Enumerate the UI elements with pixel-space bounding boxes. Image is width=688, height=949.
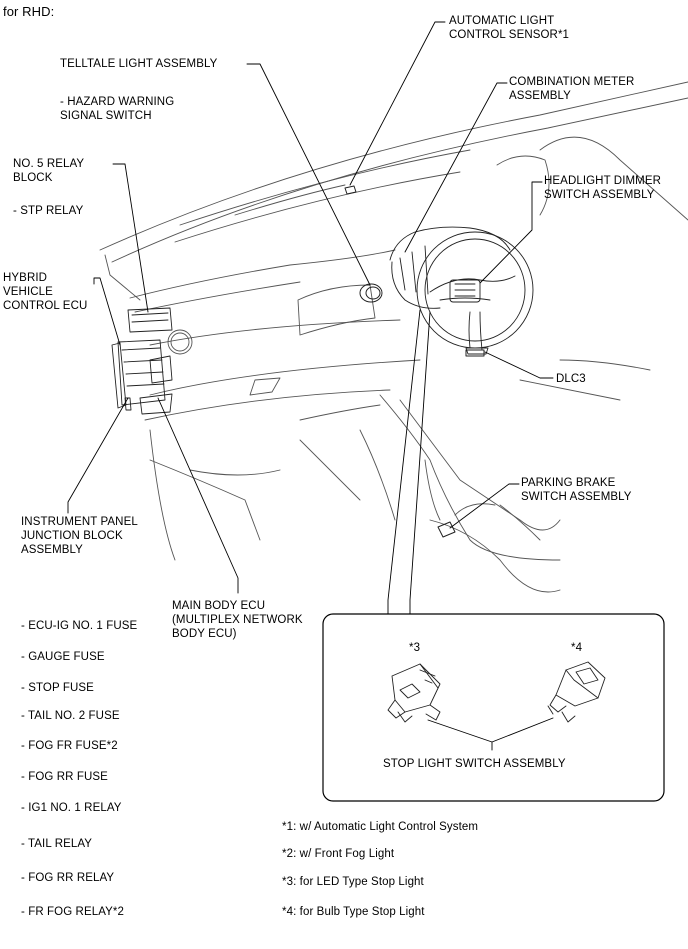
fuse-item: - FR FOG RELAY*2 [21,906,124,918]
fuse-item: - FOG RR RELAY [21,872,115,884]
label-dlc3: DLC3 [556,373,586,385]
leader-lines [67,21,554,615]
label-variant-3: *3 [409,642,421,654]
label-variant-4: *4 [571,642,583,654]
left-ecu-cluster [111,307,173,415]
label-combination-meter: COMBINATION METER ASSEMBLY [509,76,635,102]
label-telltale: TELLTALE LIGHT ASSEMBLY [60,58,218,70]
label-auto-light-sensor: AUTOMATIC LIGHT CONTROL SENSOR*1 [449,15,570,41]
page-header: for RHD: [3,4,55,19]
telltale-switch [359,283,383,303]
small-components [437,349,485,538]
stop-light-leader [427,717,554,751]
fuse-item: - FOG FR FUSE*2 [21,740,118,752]
fuse-item: - IG1 NO. 1 RELAY [21,802,122,814]
label-parking-brake: PARKING BRAKE SWITCH ASSEMBLY [521,477,632,503]
label-hazard: - HAZARD WARNING SIGNAL SWITCH [60,96,175,122]
stop-switch-led [387,663,441,723]
footnote: *1: w/ Automatic Light Control System [282,821,479,833]
fuse-item: - TAIL RELAY [21,838,93,850]
fuse-item: - ECU-IG NO. 1 FUSE [21,620,138,632]
label-hybrid-ecu: HYBRID VEHICLE CONTROL ECU [3,272,88,312]
stop-light-inset-box [322,613,665,802]
label-junction-block: INSTRUMENT PANEL JUNCTION BLOCK ASSEMBLY [21,516,138,556]
dashboard-outline [99,81,688,593]
fuse-item: - STOP FUSE [21,682,94,694]
sensor-component [344,185,357,195]
label-stop-light: STOP LIGHT SWITCH ASSEMBLY [383,758,566,770]
footnote: *3: for LED Type Stop Light [282,876,424,888]
label-main-body-ecu: MAIN BODY ECU (MULTIPLEX NETWORK BODY EC… [172,600,303,640]
fuse-item: - FOG RR FUSE [21,771,108,783]
label-relay-block: NO. 5 RELAY BLOCK [13,158,85,184]
footnote: *2: w/ Front Fog Light [282,848,395,860]
fuse-item: - GAUGE FUSE [21,651,105,663]
label-stp-relay: - STP RELAY [13,205,84,217]
label-headlight-dimmer: HEADLIGHT DIMMER SWITCH ASSEMBLY [544,175,662,201]
stop-switch-bulb [547,661,606,723]
footnote: *4: for Bulb Type Stop Light [282,906,425,918]
steering-column [389,226,534,355]
fuse-item: - TAIL NO. 2 FUSE [21,710,120,722]
